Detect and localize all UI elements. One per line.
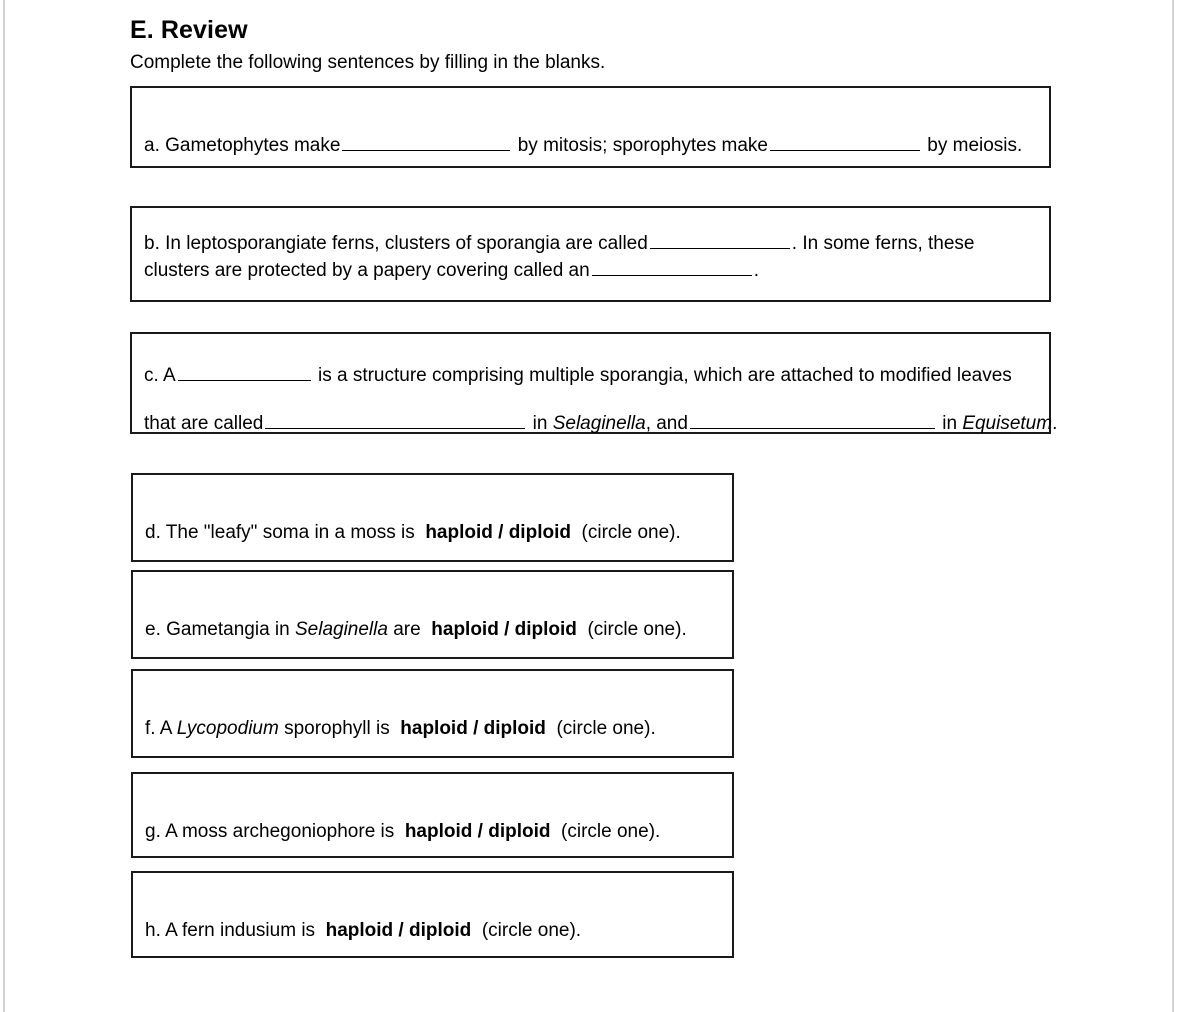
answer-blank-b1[interactable] bbox=[649, 230, 790, 250]
question-c-line2-part1: that are called bbox=[144, 413, 264, 435]
genus-equisetum: Equisetum bbox=[962, 413, 1053, 435]
question-text-b: b. In leptosporangiate ferns, clusters o… bbox=[144, 230, 1039, 283]
question-text-c-line1: c. A is a structure comprising multiple … bbox=[144, 362, 1039, 385]
answer-blank-a2[interactable] bbox=[769, 132, 920, 152]
question-b-part3: . bbox=[753, 259, 759, 281]
question-box-e: e. Gametangia in Selaginella are haploid… bbox=[131, 570, 734, 659]
question-box-f: f. A Lycopodium sporophyll is haploid / … bbox=[131, 669, 734, 758]
question-text-g: g. A moss archegoniophore is haploid / d… bbox=[145, 822, 722, 841]
question-h-prefix: h. A fern indusium is bbox=[145, 920, 316, 941]
question-text-a: a. Gametophytes make by mitosis; sporoph… bbox=[144, 132, 1039, 155]
question-g-prefix: g. A moss archegoniophore is bbox=[145, 821, 395, 842]
genus-selaginella-e: Selaginella bbox=[294, 619, 388, 640]
question-e-prefix-a: e. Gametangia in bbox=[145, 619, 290, 640]
question-c-line2-part4: in bbox=[942, 413, 958, 435]
answer-blank-c3[interactable] bbox=[689, 410, 935, 430]
page-edge-rule-right bbox=[1172, 0, 1174, 1012]
genus-selaginella: Selaginella bbox=[552, 413, 646, 435]
question-box-c: c. A is a structure comprising multiple … bbox=[130, 332, 1057, 435]
question-a-part3: by meiosis. bbox=[927, 135, 1023, 157]
genus-lycopodium: Lycopodium bbox=[176, 718, 279, 739]
question-g-suffix: (circle one). bbox=[561, 821, 661, 842]
question-text-c-line2: that are called in Selaginella, and in E… bbox=[144, 410, 1057, 435]
question-a-part2: by mitosis; sporophytes make bbox=[517, 135, 768, 157]
choice-haploid-diploid-g[interactable]: haploid / diploid bbox=[404, 821, 551, 842]
page-edge-rule-left bbox=[3, 0, 5, 1012]
question-box-a: a. Gametophytes make by mitosis; sporoph… bbox=[130, 86, 1051, 168]
question-text-e: e. Gametangia in Selaginella are haploid… bbox=[145, 620, 722, 639]
answer-blank-a1[interactable] bbox=[342, 132, 511, 152]
question-c-line2-part3: , and bbox=[645, 413, 688, 435]
question-a-part1: a. Gametophytes make bbox=[144, 135, 341, 157]
question-f-suffix: (circle one). bbox=[556, 718, 656, 739]
question-b-part2: . In some ferns, these clusters are prot… bbox=[144, 233, 975, 281]
question-c-line2-part2: in bbox=[532, 413, 548, 435]
question-d-prefix: d. The "leafy" soma in a moss is bbox=[145, 522, 415, 543]
choice-haploid-diploid-e[interactable]: haploid / diploid bbox=[431, 619, 577, 640]
question-c-line1-part2: is a structure comprising multiple spora… bbox=[317, 365, 1012, 387]
question-box-g: g. A moss archegoniophore is haploid / d… bbox=[131, 772, 734, 858]
choice-haploid-diploid-d[interactable]: haploid / diploid bbox=[425, 522, 571, 543]
answer-blank-c1[interactable] bbox=[177, 362, 311, 382]
question-e-suffix: (circle one). bbox=[587, 619, 687, 640]
question-text-f: f. A Lycopodium sporophyll is haploid / … bbox=[145, 719, 722, 738]
answer-blank-c2[interactable] bbox=[265, 410, 526, 430]
question-c-line2-part5: . bbox=[1052, 413, 1058, 435]
section-title: E. Review bbox=[130, 16, 248, 44]
choice-haploid-diploid-h[interactable]: haploid / diploid bbox=[325, 920, 472, 941]
question-d-suffix: (circle one). bbox=[581, 522, 681, 543]
question-c-line1-part1: c. A bbox=[144, 365, 176, 387]
question-h-suffix: (circle one). bbox=[481, 920, 582, 941]
question-box-b: b. In leptosporangiate ferns, clusters o… bbox=[130, 206, 1051, 302]
question-b-part1: b. In leptosporangiate ferns, clusters o… bbox=[144, 233, 648, 255]
worksheet-content: E. Review Complete the following sentenc… bbox=[130, 0, 1070, 958]
answer-blank-b2[interactable] bbox=[591, 257, 752, 276]
question-text-d: d. The "leafy" soma in a moss is haploid… bbox=[145, 523, 722, 542]
question-box-h: h. A fern indusium is haploid / diploid … bbox=[131, 871, 734, 958]
question-f-prefix-a: f. A bbox=[145, 718, 172, 739]
question-text-h: h. A fern indusium is haploid / diploid … bbox=[145, 921, 722, 940]
question-f-prefix-b: sporophyll is bbox=[284, 718, 390, 739]
question-e-prefix-b: are bbox=[393, 619, 421, 640]
choice-haploid-diploid-f[interactable]: haploid / diploid bbox=[400, 718, 546, 739]
section-instruction: Complete the following sentences by fill… bbox=[130, 52, 606, 73]
question-box-d: d. The "leafy" soma in a moss is haploid… bbox=[131, 473, 734, 562]
